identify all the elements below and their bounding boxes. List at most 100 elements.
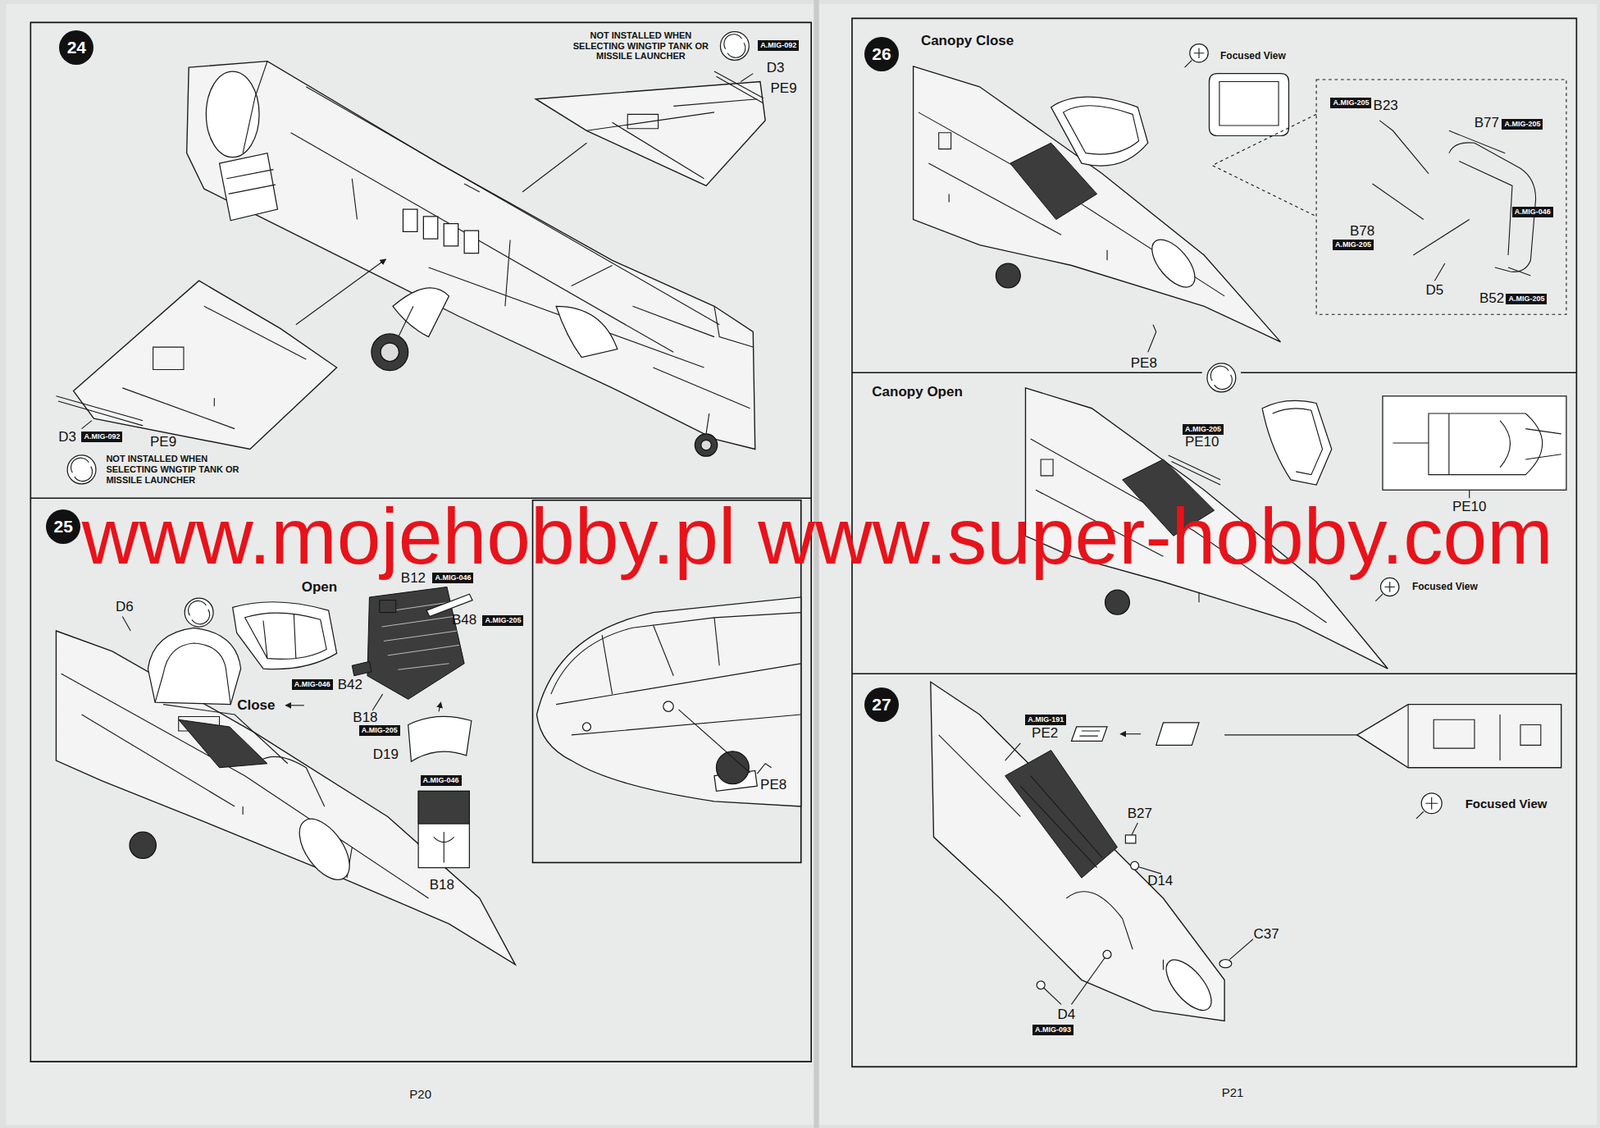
canopy-part <box>1051 96 1149 166</box>
part-label: B27 <box>1127 806 1153 821</box>
magnifier-mark <box>1416 797 1438 819</box>
wheel <box>129 831 156 858</box>
node-text: A.MIG-191 <box>1027 715 1064 724</box>
canopy-frame-thumbnail <box>1208 73 1289 137</box>
node-text: A.MIG-046 <box>423 775 460 785</box>
paint-code-tag: A.MIG-093 <box>1032 1024 1074 1035</box>
part-label: C37 <box>1253 926 1280 941</box>
leader-line <box>372 693 383 711</box>
part-label: PE10 <box>1452 499 1487 514</box>
part-label: PE8 <box>1130 355 1158 370</box>
leader-line <box>82 73 754 429</box>
frame-part <box>1372 120 1532 281</box>
part-label: PE2 <box>1031 725 1058 740</box>
part-label: D6 <box>115 599 134 614</box>
node-text: A.MIG-205 <box>1185 424 1222 434</box>
node-text: A.MIG-205 <box>1508 294 1545 303</box>
magnifier-mark <box>1185 47 1205 68</box>
canopy-frame <box>245 612 328 659</box>
wing-detail <box>586 99 757 179</box>
part-label: B12 <box>401 570 426 585</box>
node-text: 25 <box>53 516 73 537</box>
paint-code-tag: A.MIG-205 <box>1332 239 1374 251</box>
top-view-detail <box>1224 704 1541 768</box>
fitting-note: NOT INSTALLED WHEN SELECTING WINGTIP TAN… <box>566 30 715 62</box>
cockpit-tub <box>178 719 268 767</box>
node-text: A.MIG-205 <box>1504 119 1541 128</box>
clear-part <box>408 715 472 762</box>
photo-etch-part <box>1071 726 1108 741</box>
paint-code-tag: A.MIG-046 <box>420 774 462 786</box>
node-text: A.MIG-205 <box>484 615 521 625</box>
photo-etch-detail <box>1079 730 1100 736</box>
rotate-icon <box>184 597 214 627</box>
heading-label: Focused View <box>1465 797 1548 810</box>
small-part <box>379 600 397 613</box>
focus-box <box>1212 79 1567 315</box>
part-label: B78 <box>1349 223 1375 238</box>
node-text: 26 <box>871 44 891 64</box>
cockpit <box>1005 750 1118 879</box>
node-text: A.MIG-205 <box>361 725 398 734</box>
paint-code-tag: A.MIG-092 <box>757 40 799 51</box>
paint-code-tag: A.MIG-205 <box>482 615 524 626</box>
small-part <box>1219 959 1232 968</box>
direction-arrow <box>285 704 304 706</box>
paint-code-tag: A.MIG-205 <box>359 724 401 736</box>
heading-label: Focused View <box>1412 581 1478 592</box>
part-label: B23 <box>1373 98 1399 113</box>
paint-code-tag: A.MIG-046 <box>1512 206 1554 218</box>
part-label: B52 <box>1479 291 1505 306</box>
main-wheel <box>371 333 409 371</box>
paint-code-tag: A.MIG-092 <box>81 431 123 443</box>
canopy-part <box>232 601 338 670</box>
heading-label: Focused View <box>1220 50 1286 61</box>
part-label: D5 <box>1426 282 1445 297</box>
part-label: B77 <box>1474 115 1500 130</box>
part-label: D19 <box>373 747 399 762</box>
part-label: PE8 <box>760 777 787 792</box>
assembly-arrow <box>296 142 588 324</box>
heading-label: Open <box>301 579 338 594</box>
fuselage <box>930 681 1225 1021</box>
part-label: PE9 <box>150 434 177 449</box>
panel-lines <box>61 673 429 899</box>
step-number: 27 <box>864 687 899 722</box>
small-part <box>1130 861 1140 870</box>
nose-ring <box>1144 232 1203 295</box>
canopy-lines <box>551 612 802 735</box>
node-text: A.MIG-046 <box>1514 207 1551 216</box>
paint-code-tag: A.MIG-191 <box>1025 714 1067 725</box>
node-text: A.MIG-092 <box>83 432 120 441</box>
watermark: www.mojehobby.pl www.super-hobby.com <box>82 496 1554 577</box>
heading-label: Canopy Open <box>871 384 963 399</box>
heading-label: Close <box>237 697 275 712</box>
canopy-frame <box>154 642 231 705</box>
node-text: 27 <box>871 694 891 715</box>
canopy-frame <box>1272 408 1323 475</box>
photo-etch-strip <box>1168 455 1221 485</box>
canopy-open <box>147 627 241 704</box>
canopy-frame <box>1063 105 1140 155</box>
magnifier-mark <box>1375 581 1395 602</box>
paint-code-tag: A.MIG-205 <box>1505 293 1547 305</box>
intake-cone <box>556 305 618 357</box>
small-part <box>1125 834 1136 844</box>
wheel-hub <box>701 439 712 450</box>
photo-etch-part <box>1156 722 1199 745</box>
canopy-part <box>1262 400 1332 485</box>
nose-ring <box>1157 952 1220 1018</box>
small-part <box>351 660 372 675</box>
direction-arrow <box>1120 733 1141 734</box>
step-number: 26 <box>864 36 899 72</box>
wing-detail <box>122 305 306 429</box>
fitting <box>582 722 591 731</box>
wheel-hub <box>380 342 399 361</box>
rotate-icon <box>1207 363 1236 393</box>
gear-leg <box>396 305 710 434</box>
part-label: D4 <box>1057 1007 1076 1022</box>
panel-lines <box>939 734 1164 970</box>
decal-part <box>418 790 470 867</box>
leader-line <box>1005 743 1254 1005</box>
node-text: A.MIG-046 <box>294 679 331 689</box>
